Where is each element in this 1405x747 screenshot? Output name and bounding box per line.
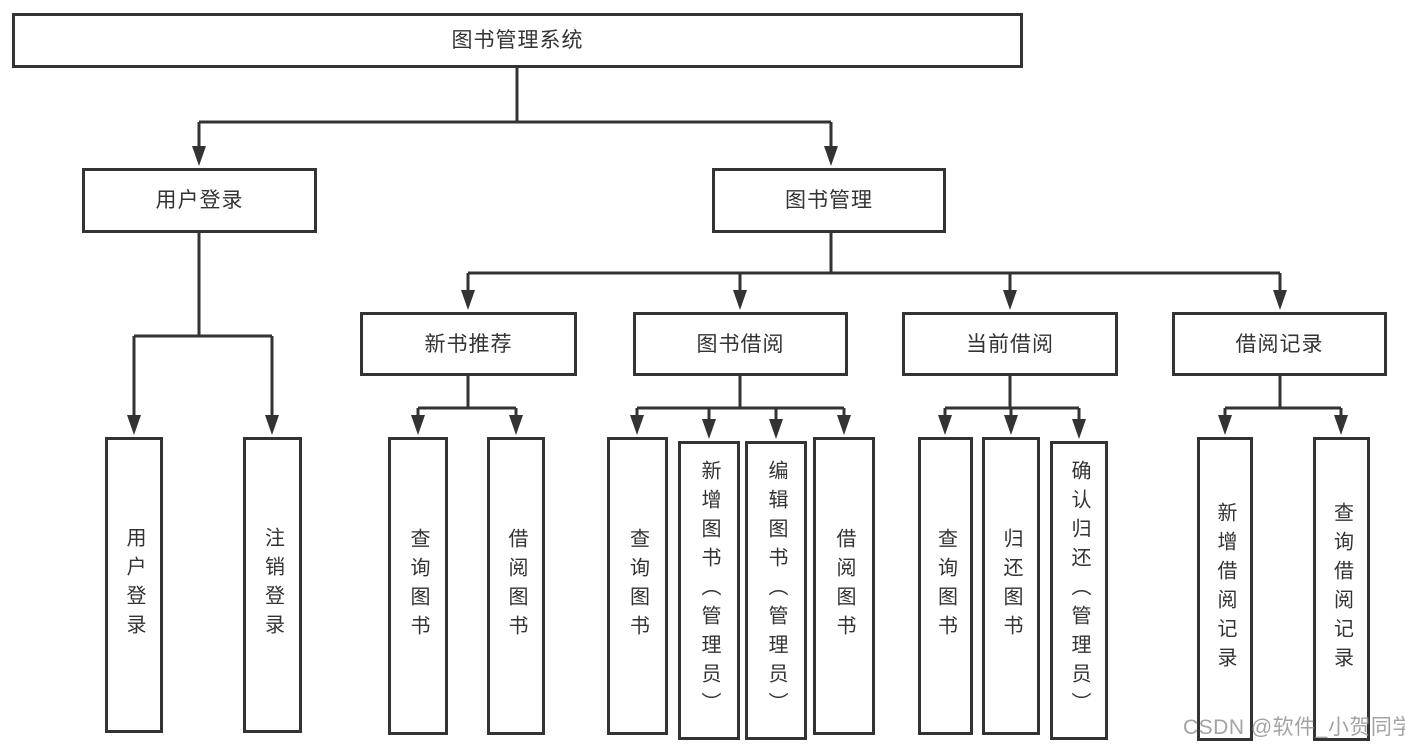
leaf-logout-login: 注销登录 [243,437,302,733]
node-user-login: 用户登录 [82,168,317,233]
leaf-recommend-query-books: 查询图书 [388,437,448,735]
leaf-current-confirm-return-admin: 确认归还（管理员） [1050,441,1108,740]
leaf-recommend-borrow-books: 借阅图书 [487,437,545,735]
node-borrowing-records: 借阅记录 [1172,312,1387,376]
node-book-management: 图书管理 [712,168,946,233]
node-current-borrowing: 当前借阅 [902,312,1118,376]
leaf-records-add-record: 新增借阅记录 [1197,437,1253,741]
leaf-borrowing-query-books: 查询图书 [607,437,668,735]
csdn-watermark: CSDN @软件_小贺同学 [1183,716,1405,739]
leaf-borrowing-add-books-admin: 新增图书（管理员） [678,441,740,740]
leaf-records-query-record: 查询借阅记录 [1313,437,1370,741]
node-root: 图书管理系统 [12,13,1023,68]
leaf-current-query-books: 查询图书 [918,437,973,735]
leaf-borrowing-borrow-books: 借阅图书 [813,437,875,735]
node-new-book-recommend: 新书推荐 [360,312,577,376]
leaf-current-return-books: 归还图书 [982,437,1040,735]
node-book-borrowing: 图书借阅 [633,312,848,376]
leaf-borrowing-edit-books-admin: 编辑图书（管理员） [745,441,807,740]
leaf-user-login: 用户登录 [105,437,163,733]
